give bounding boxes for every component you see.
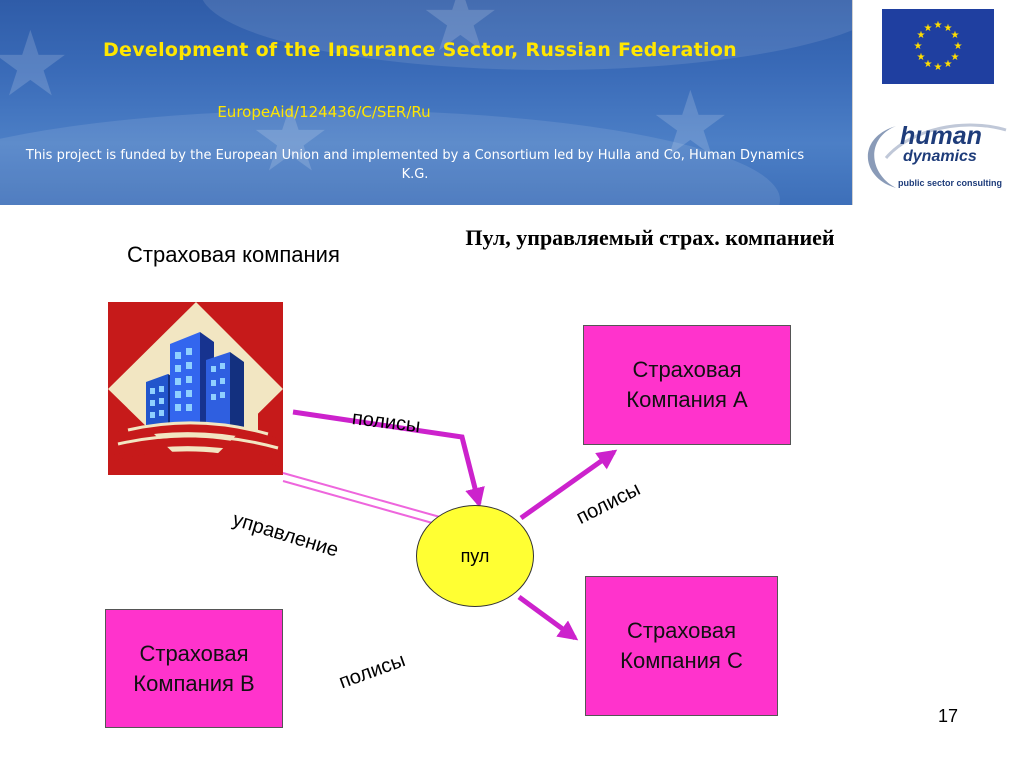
- human-dynamics-logo-icon: [867, 123, 1007, 188]
- svg-text:★: ★: [917, 30, 926, 41]
- insurance-company-c-box: Страховая Компания С: [585, 576, 778, 716]
- eu-flag-icon: ★ ★ ★ ★ ★ ★ ★ ★ ★ ★ ★ ★: [882, 9, 994, 84]
- banner-star-icon: ★: [250, 87, 331, 192]
- insurance-company-b-box: Страховая Компания В: [105, 609, 283, 728]
- management-line: [282, 480, 437, 525]
- header-reference: EuropeAid/124436/C/SER/Ru: [217, 103, 431, 121]
- svg-text:★: ★: [917, 52, 926, 63]
- svg-text:★: ★: [954, 41, 963, 52]
- slide-title: Пул, управляемый страх. компанией: [465, 225, 835, 250]
- svg-text:★: ★: [944, 23, 953, 34]
- management-line: [282, 472, 441, 518]
- svg-text:★: ★: [914, 41, 923, 52]
- insurance-company-a-box: Страховая Компания А: [583, 325, 791, 445]
- page-number: 17: [938, 706, 959, 726]
- policies-arrow-pool-to-c: [517, 594, 579, 641]
- pool-node: пул: [416, 505, 534, 607]
- svg-text:★: ★: [951, 52, 960, 63]
- banner-star-icon: ★: [0, 12, 71, 117]
- svg-text:★: ★: [934, 20, 943, 31]
- banner-star-icon: ★: [420, 0, 501, 72]
- human-dynamics-logo-dynamics: dynamics: [903, 148, 977, 165]
- svg-text:★: ★: [934, 62, 943, 73]
- policies-arrow-company-to-pool: [292, 409, 485, 508]
- header-title: Development of the Insurance Sector, Rus…: [102, 39, 738, 61]
- svg-text:★: ★: [951, 30, 960, 41]
- insurance-company-label: Страховая компания: [127, 242, 340, 267]
- svg-text:★: ★: [944, 59, 953, 70]
- insurance-company-building-icon: [108, 302, 283, 475]
- header-funding-note: This project is funded by the European U…: [25, 148, 805, 182]
- banner-star-icon: ★: [650, 72, 731, 177]
- svg-text:★: ★: [924, 23, 933, 34]
- human-dynamics-logo-human: human: [900, 122, 982, 150]
- policies-arrow-pool-to-a: [519, 449, 618, 521]
- human-dynamics-tagline: public sector consulting: [898, 178, 1003, 188]
- header-banner: ★ ★ ★ ★: [0, 0, 852, 205]
- svg-text:★: ★: [924, 59, 933, 70]
